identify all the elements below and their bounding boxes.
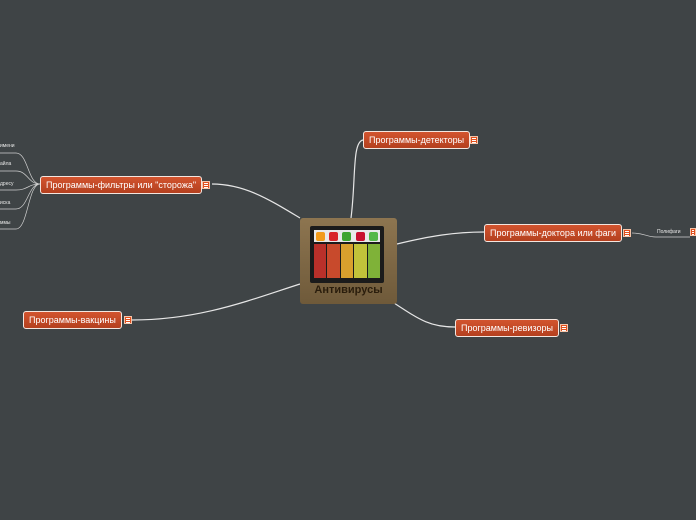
node-vaccines-label: Программы-вакцины xyxy=(29,315,116,325)
leaf-filter-item[interactable]: иска xyxy=(0,200,11,206)
node-auditors-label: Программы-ревизоры xyxy=(461,323,553,333)
kaspersky-icon xyxy=(355,231,365,241)
node-doctors-label: Программы-доктора или фаги xyxy=(490,228,616,238)
antivirus-rating-bars xyxy=(314,244,381,278)
avast-icon xyxy=(316,231,326,241)
leaf-filter-item[interactable]: дресу xyxy=(0,181,14,187)
node-vaccines[interactable]: Программы-вакцины xyxy=(23,311,122,329)
leaf-polyphages[interactable]: Полифаги xyxy=(657,229,681,235)
link-doctors xyxy=(396,231,485,245)
link-detectors xyxy=(350,139,364,219)
avira-icon xyxy=(329,231,339,241)
link-filter-item-5 xyxy=(0,183,41,230)
antivirus-logos-image xyxy=(310,226,384,283)
leaf-filter-item[interactable]: айла xyxy=(0,161,12,167)
leaf-filter-item[interactable]: ммы xyxy=(0,220,11,226)
central-topic-title: Антивирусы xyxy=(314,284,383,296)
notes-icon[interactable] xyxy=(470,136,478,144)
link-vaccines xyxy=(131,283,301,321)
link-polyphages xyxy=(631,232,690,238)
node-doctors[interactable]: Программы-доктора или фаги xyxy=(484,224,622,242)
link-filter-item-2 xyxy=(0,170,41,185)
node-detectors[interactable]: Программы-детекторы xyxy=(363,131,471,149)
node-filters-label: Программы-фильтры или "сторожа" xyxy=(46,180,197,190)
node-auditors[interactable]: Программы-ревизоры xyxy=(455,319,559,337)
link-filters xyxy=(211,183,301,219)
link-filter-item-1 xyxy=(0,152,41,185)
notes-icon[interactable] xyxy=(690,228,696,236)
node-detectors-label: Программы-детекторы xyxy=(369,135,465,145)
green-shield-icon xyxy=(342,231,352,241)
notes-icon[interactable] xyxy=(560,324,568,332)
leaf-filter-item[interactable]: имени xyxy=(0,143,15,149)
drweb-icon xyxy=(368,231,378,241)
notes-icon[interactable] xyxy=(202,181,210,189)
antivirus-icons-row xyxy=(314,230,380,242)
link-filter-item-3 xyxy=(0,183,41,191)
link-auditors xyxy=(393,302,456,328)
central-topic[interactable]: Антивирусы xyxy=(300,218,397,304)
notes-icon[interactable] xyxy=(623,229,631,237)
notes-icon[interactable] xyxy=(124,316,132,324)
node-filters[interactable]: Программы-фильтры или "сторожа" xyxy=(40,176,203,194)
